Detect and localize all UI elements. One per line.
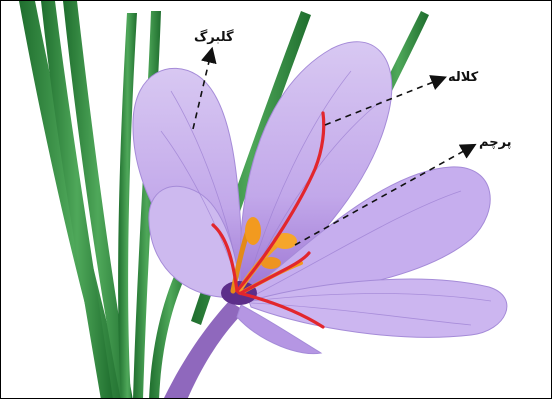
petal-label: گلبرگ [194,30,234,45]
stamen-anther [245,217,261,245]
stamen-label: پرچم [479,135,512,150]
petals [133,42,507,354]
stigma-label: کلاله [448,70,478,85]
leaf [118,13,137,399]
